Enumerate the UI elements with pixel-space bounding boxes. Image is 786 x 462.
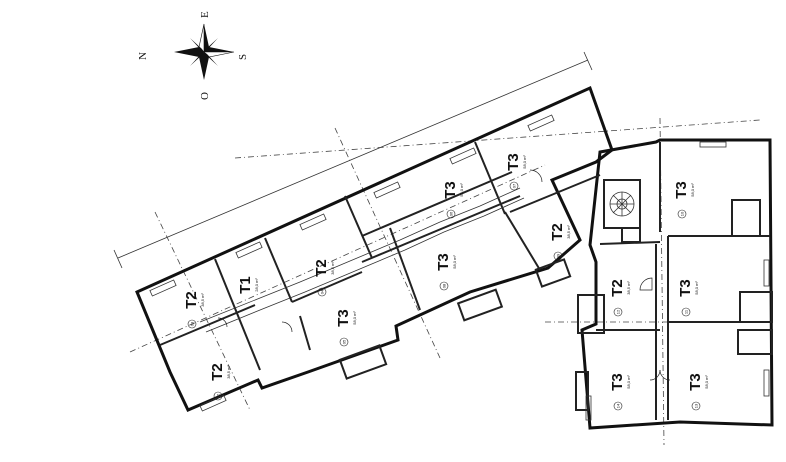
unit-area-label: 38,5 m² bbox=[226, 365, 231, 379]
unit-number-label: 04 bbox=[320, 289, 325, 294]
unit-type-label: T2 bbox=[209, 363, 226, 381]
unit-number-label: 07 bbox=[512, 183, 517, 188]
unit-area-label: 58,0 m² bbox=[352, 311, 357, 325]
door-swings bbox=[217, 169, 671, 381]
unit-type-label: T2 bbox=[313, 259, 330, 277]
unit-number-marker bbox=[509, 181, 519, 191]
unit-area-label: 38,5 m² bbox=[566, 225, 571, 239]
unit-area-label: 28,0 m² bbox=[254, 278, 259, 292]
compass-south-label: S bbox=[237, 54, 249, 60]
unit-number-marker bbox=[339, 337, 349, 347]
unit-type-label: T3 bbox=[609, 373, 626, 391]
compass-west-label: O bbox=[199, 92, 211, 100]
unit-type-label: T3 bbox=[442, 181, 459, 199]
unit-number-marker bbox=[681, 307, 691, 317]
unit-area-label: 58,0 m² bbox=[522, 155, 527, 169]
unit-area-label: 58,0 m² bbox=[459, 183, 464, 197]
unit-type-label: T3 bbox=[335, 309, 352, 327]
unit-number-marker bbox=[187, 319, 197, 329]
unit-number-label: 11 bbox=[684, 309, 689, 314]
unit-type-label: T3 bbox=[505, 153, 522, 171]
unit-area-label: 38,5 m² bbox=[200, 293, 205, 307]
unit-number-label: 13 bbox=[694, 403, 699, 408]
unit-number-marker bbox=[213, 391, 223, 401]
unit-type-label: T2 bbox=[549, 223, 566, 241]
unit-number-marker bbox=[691, 401, 701, 411]
unit-type-label: T2 bbox=[609, 279, 626, 297]
unit-number-marker bbox=[446, 209, 456, 219]
interior-walls-east bbox=[596, 142, 770, 420]
unit-number-label: 02 bbox=[216, 393, 221, 398]
unit-number-label: 09 bbox=[556, 253, 561, 258]
unit-number-label: 08 bbox=[442, 283, 447, 288]
compass-east-label: E bbox=[199, 11, 211, 18]
unit-area-label: 58,0 m² bbox=[626, 375, 631, 389]
unit-number-label: 03 bbox=[190, 321, 195, 326]
overall-dimension-line bbox=[113, 51, 593, 269]
unit-number-marker bbox=[439, 281, 449, 291]
unit-number-label: 12 bbox=[616, 309, 621, 314]
unit-area-label: 38,5 m² bbox=[626, 281, 631, 295]
unit-area-label: 38,5 m² bbox=[330, 261, 335, 275]
unit-number-label: 14 bbox=[616, 403, 621, 408]
unit-type-label: T3 bbox=[687, 373, 704, 391]
unit-number-marker bbox=[553, 251, 563, 261]
unit-type-label: T3 bbox=[673, 181, 690, 199]
unit-type-label: T1 bbox=[237, 276, 254, 294]
unit-type-label: T3 bbox=[677, 279, 694, 297]
balconies bbox=[338, 199, 773, 411]
interior-walls bbox=[159, 141, 601, 371]
staircase bbox=[609, 191, 635, 217]
unit-number-marker bbox=[613, 307, 623, 317]
unit-area-label: 58,0 m² bbox=[694, 281, 699, 295]
compass-rose: N E S O bbox=[137, 11, 249, 100]
compass-north-label: N bbox=[137, 52, 149, 60]
unit-type-label: T2 bbox=[183, 291, 200, 309]
unit-number-label: 06 bbox=[449, 211, 454, 216]
windows bbox=[149, 114, 770, 421]
unit-area-label: 58,0 m² bbox=[704, 375, 709, 389]
unit-number-label: 05 bbox=[342, 339, 347, 344]
unit-area-label: 58,0 m² bbox=[452, 255, 457, 269]
unit-number-label: 10 bbox=[680, 211, 685, 216]
unit-number-marker bbox=[677, 209, 687, 219]
unit-area-label: 58,0 m² bbox=[690, 183, 695, 197]
unit-number-marker bbox=[317, 287, 327, 297]
unit-number-marker bbox=[613, 401, 623, 411]
corridor bbox=[199, 187, 525, 333]
unit-type-label: T3 bbox=[435, 253, 452, 271]
